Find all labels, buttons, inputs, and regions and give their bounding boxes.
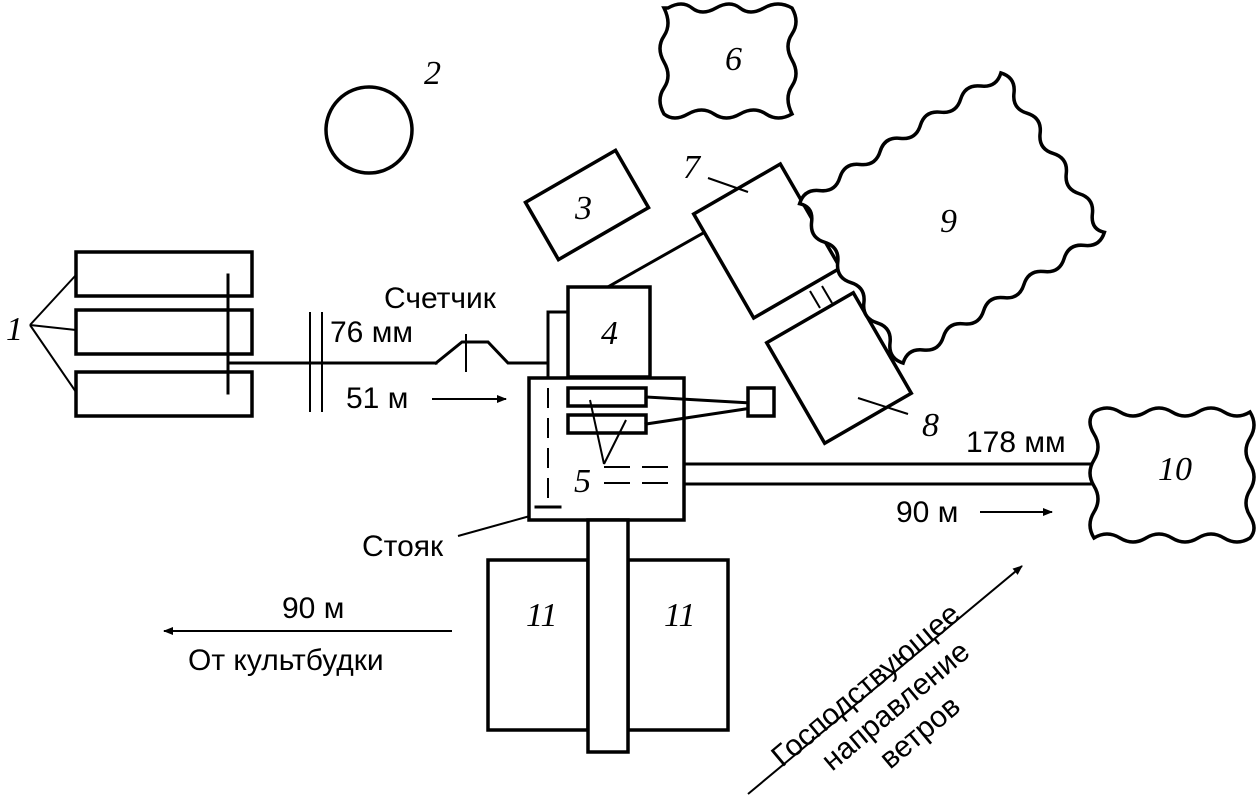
link-7-8-b: [821, 285, 833, 304]
booth-distance-label: 90 м: [282, 592, 344, 625]
object-number-3: 3: [574, 190, 592, 227]
object-3-box: [523, 148, 651, 262]
tank-1b: [74, 308, 254, 356]
leader-line-1b: [29, 324, 77, 331]
inlet-pipeline: Счетчик 76 мм 51 м: [226, 282, 568, 415]
object-6-outline: [658, 2, 798, 120]
object-number-1: 1: [6, 311, 23, 348]
counter-label: Счетчик: [384, 282, 497, 315]
object-number-9: 9: [940, 203, 957, 240]
object-number-11-right: 11: [664, 597, 695, 634]
round-tank: [324, 85, 414, 175]
outlet-length-label: 90 м: [896, 496, 958, 529]
unit-5a: [566, 386, 648, 408]
meter-bypass: [433, 340, 550, 366]
object-3: 3: [523, 148, 651, 262]
leader-line-1c: [29, 324, 77, 393]
link-5b: [644, 406, 754, 426]
leader-line-1a: [29, 274, 77, 326]
object-number-8: 8: [922, 407, 939, 444]
link-5a: [644, 395, 754, 405]
outlet-pipeline: 178 мм 90 м: [682, 426, 1098, 529]
object-4: 4: [566, 285, 652, 379]
object-number-2: 2: [424, 55, 441, 92]
tank-1a: [74, 250, 254, 298]
objects-11: 11 11: [486, 518, 730, 754]
main-building: 5: [527, 376, 776, 522]
from-booth-group: 90 м От культбудки: [163, 592, 452, 677]
small-device: [746, 386, 776, 418]
prevailing-wind: Господствующее направление ветров: [747, 565, 1023, 795]
tanks-group-1: 1: [6, 250, 254, 418]
object-11-left: [486, 558, 590, 732]
connector-4-to-7: [603, 225, 715, 291]
outlet-diameter-label: 178 мм: [966, 426, 1066, 459]
object-9-outline: [797, 70, 1107, 366]
link-7-8-a: [809, 290, 821, 309]
object-10-outline: [1088, 406, 1256, 544]
object-number-4: 4: [601, 315, 618, 352]
object-8: 8: [764, 290, 939, 446]
object-number-10: 10: [1158, 451, 1192, 488]
object-number-7: 7: [683, 149, 702, 186]
object-6: 6: [658, 2, 798, 120]
inlet-diameter-label: 76 мм: [330, 316, 413, 349]
object-number-6: 6: [725, 41, 742, 78]
tank-1c: [74, 370, 254, 418]
leader-line-8: [857, 397, 909, 415]
from-booth-label: От культбудки: [188, 644, 384, 677]
object-9: 9: [797, 70, 1107, 366]
leader-line-7: [707, 177, 749, 193]
inlet-riser-connection: [546, 310, 568, 382]
object-number-5: 5: [574, 463, 591, 500]
unit-5b: [566, 413, 648, 435]
leader-line-5b: [603, 419, 627, 465]
leader-line-5a: [589, 399, 605, 465]
object-11-right: [626, 558, 730, 732]
riser-label: Стояк: [362, 530, 444, 563]
wind-arrow: [747, 565, 1023, 795]
object-10: 10: [1088, 406, 1256, 544]
object-8-box: [764, 290, 914, 446]
riser-leader: [457, 515, 531, 537]
object-2: 2: [324, 55, 441, 175]
inlet-length-label: 51 м: [346, 382, 408, 415]
vertical-pipe: [586, 518, 630, 754]
object-number-11-left: 11: [526, 597, 557, 634]
